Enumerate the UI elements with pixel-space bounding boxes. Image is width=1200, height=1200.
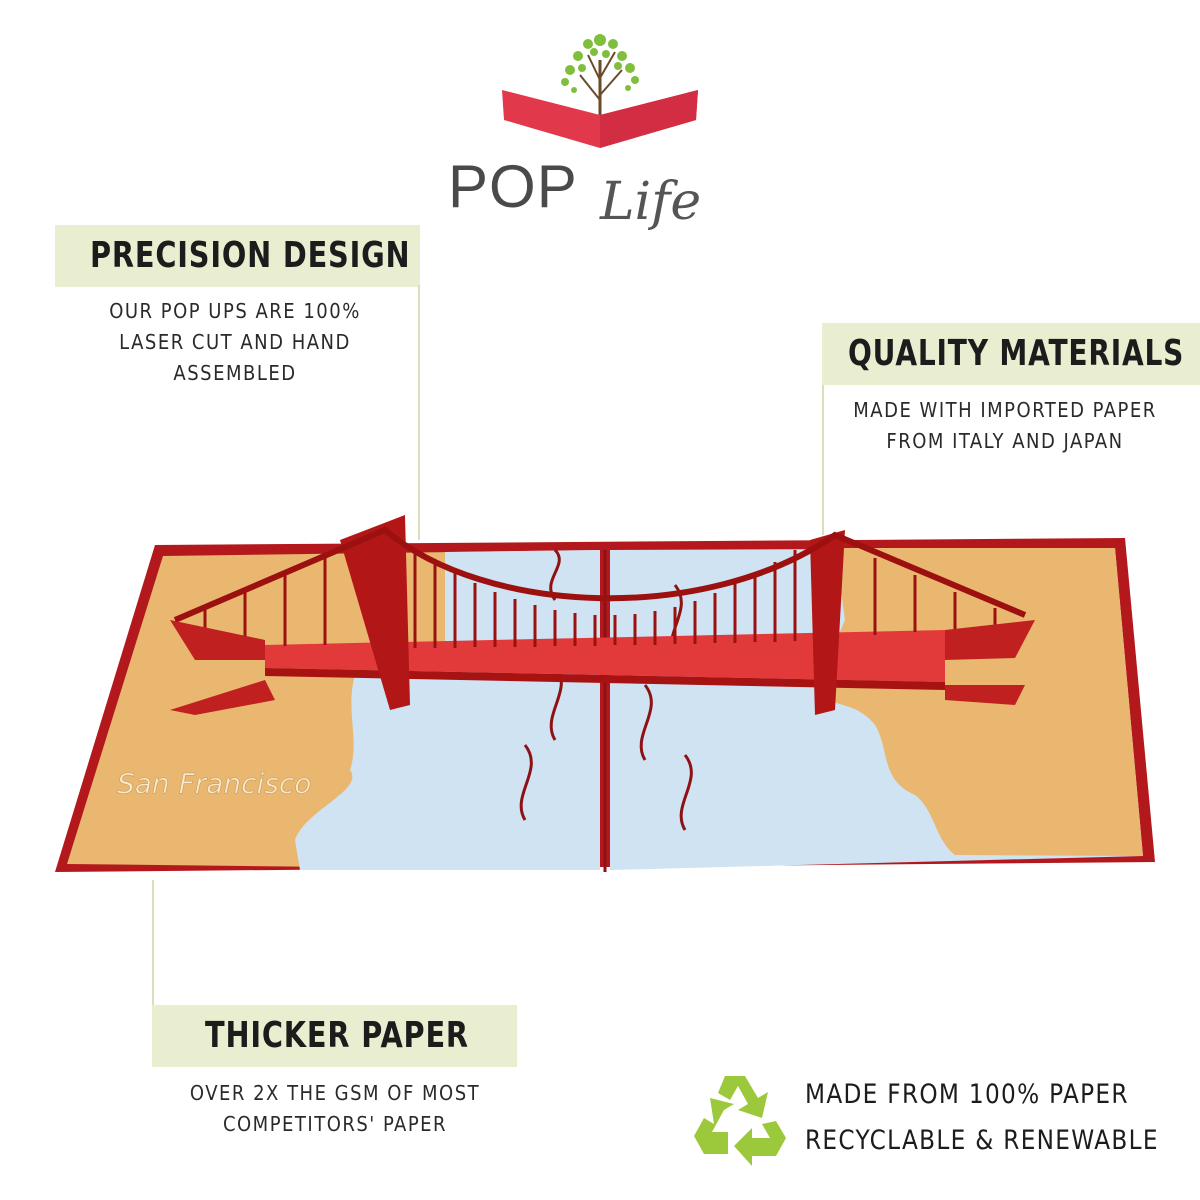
golden-gate-popup-card: San Francisco — [55, 515, 1155, 872]
quality-connector-line — [822, 385, 824, 535]
quality-line-2: FROM ITALY AND JAPAN — [886, 429, 1124, 453]
thicker-line-2: COMPETITORS' PAPER — [222, 1112, 448, 1136]
precision-design-banner — [55, 225, 420, 287]
tree-icon — [561, 34, 639, 140]
precision-design-description: OUR POP UPS ARE 100% LASER CUT AND HAND … — [75, 296, 395, 389]
recycle-line-1: MADE FROM 100% PAPER — [805, 1079, 1129, 1110]
precision-line-3: ASSEMBLED — [173, 361, 297, 385]
precision-line-2: LASER CUT AND HAND — [119, 330, 351, 354]
pop-life-logo — [502, 34, 698, 148]
recycle-description: MADE FROM 100% PAPER RECYCLABLE & RENEWA… — [805, 1072, 1159, 1164]
precision-line-1: OUR POP UPS ARE 100% — [109, 299, 361, 323]
recycle-icon — [694, 1076, 786, 1166]
logo-text-pop: POP — [448, 153, 578, 220]
thicker-paper-banner — [152, 1005, 517, 1067]
thicker-paper-description: OVER 2X THE GSM OF MOST COMPETITORS' PAP… — [165, 1078, 505, 1140]
quality-line-1: MADE WITH IMPORTED PAPER — [853, 398, 1157, 422]
quality-materials-title: QUALITY MATERIALS — [848, 333, 1185, 374]
thicker-connector-line — [152, 880, 154, 1010]
recycle-line-2: RECYCLABLE & RENEWABLE — [805, 1125, 1159, 1156]
quality-materials-banner — [822, 323, 1200, 385]
thicker-paper-title: THICKER PAPER — [205, 1015, 469, 1056]
san-francisco-label: San Francisco — [117, 767, 311, 800]
logo-text-life: Life — [600, 172, 702, 232]
thicker-line-1: OVER 2X THE GSM OF MOST — [189, 1081, 481, 1105]
precision-connector-line — [418, 285, 420, 540]
precision-design-title: PRECISION DESIGN — [90, 235, 411, 276]
quality-materials-description: MADE WITH IMPORTED PAPER FROM ITALY AND … — [835, 395, 1175, 457]
